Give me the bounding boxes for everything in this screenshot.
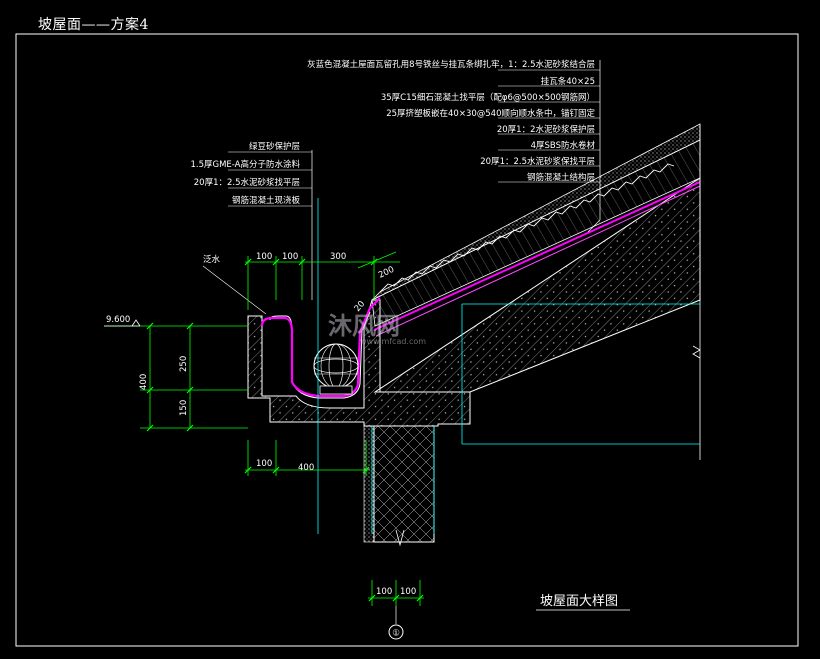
callout-right-8: 钢筋混凝土结构层 — [527, 172, 595, 183]
dim-vertical-400: 400 — [139, 374, 149, 390]
watermark-logo: 沐风网 www.mfcad.com — [328, 312, 426, 346]
eave-gutter-section — [247, 297, 471, 427]
dim-top-100a: 100 — [256, 252, 272, 262]
callout-right-1: 灰蓝色混凝土屋面瓦留孔用8号铁丝与挂瓦条绑扎牢，1：2.5水泥砂浆结合层 — [307, 59, 595, 70]
dim-bottom-400: 400 — [298, 463, 314, 473]
detail-axis-bubble: ① — [388, 606, 404, 640]
callout-right-4: 25厚挤塑板嵌在40×30@540顺向顺水条中，锚钉固定 — [386, 108, 595, 119]
left-callouts: 绿豆砂保护层 1.5厚GME-A高分子防水涂料 20厚1：2.5水泥砂浆找平层 … — [190, 141, 313, 315]
cyan-reference-lines — [317, 198, 700, 534]
dimension-texts: 100 100 300 200 20 400 250 150 100 400 1… — [139, 252, 416, 597]
dim-bottom-100: 100 — [256, 459, 272, 469]
watermark-url: www.mfcad.com — [360, 337, 426, 346]
detail-number: ① — [392, 629, 400, 639]
callout-right-6: 4厚SBS防水卷材 — [531, 140, 596, 151]
dim-slope-200: 200 — [377, 265, 396, 281]
roof-slope-assembly — [371, 123, 701, 460]
callout-right-5: 20厚1：2水泥砂浆保护层 — [497, 124, 595, 135]
dim-vertical-150: 150 — [179, 400, 189, 416]
gutter-outlet-strainer — [313, 343, 359, 389]
callout-left-2: 1.5厚GME-A高分子防水涂料 — [190, 159, 300, 170]
dim-vertical-250: 250 — [179, 356, 189, 372]
dim-base-100a: 100 — [376, 587, 392, 597]
drawing-frame — [15, 33, 799, 647]
right-callouts: 灰蓝色混凝土屋面瓦留孔用8号铁丝与挂瓦条绑扎牢，1：2.5水泥砂浆结合层 挂瓦条… — [307, 59, 600, 183]
callout-right-2: 挂瓦条40×25 — [541, 76, 595, 87]
callout-right-7: 20厚1：2.5水泥砂浆保找平层 — [480, 156, 595, 167]
callout-left-3: 20厚1：2.5水泥砂浆找平层 — [194, 177, 300, 188]
label-fanshui: 泛水 — [203, 254, 221, 265]
dim-base-100b: 100 — [400, 587, 416, 597]
right-callout-leaders — [587, 60, 601, 233]
drawing-title: 坡屋面大样图 — [540, 594, 618, 609]
callout-left-4: 钢筋混凝土现浇板 — [232, 195, 301, 206]
callout-left-1: 绿豆砂保护层 — [249, 141, 300, 152]
dim-top-300: 300 — [330, 252, 346, 262]
elevation-marker: 9.600 — [104, 315, 141, 327]
wall-column — [363, 425, 435, 547]
callout-right-3: 35厚C15细石混凝土找平层（配φ6@500×500钢筋网） — [381, 92, 595, 103]
dimension-ticks — [146, 258, 424, 602]
dim-top-100b: 100 — [282, 252, 298, 262]
watermark-brand: 沐风网 — [328, 312, 400, 340]
drawing-header: 坡屋面——方案4 — [38, 17, 149, 33]
elevation-text: 9.600 — [106, 315, 130, 325]
